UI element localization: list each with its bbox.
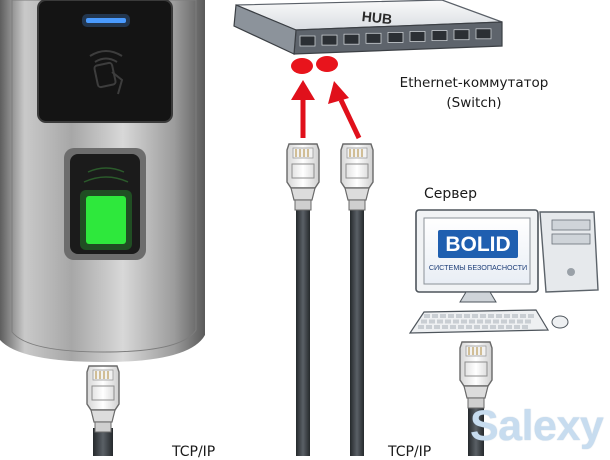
hub-port bbox=[431, 30, 448, 42]
switch-cable-2 bbox=[340, 143, 374, 456]
tcp-ip-label-left: TCP/IP bbox=[172, 444, 216, 460]
keyboard-key bbox=[520, 314, 526, 318]
keyboard-key bbox=[480, 314, 486, 318]
keyboard-key bbox=[434, 325, 440, 329]
keyboard-key bbox=[493, 319, 499, 324]
card-reader-window bbox=[38, 0, 172, 122]
keyboard-key bbox=[488, 314, 494, 318]
ethernet-hub: HUB bbox=[233, 0, 503, 55]
keyboard-key bbox=[458, 325, 464, 329]
keyboard-key bbox=[506, 325, 512, 329]
port-highlight-2 bbox=[316, 56, 338, 72]
keyboard-key bbox=[442, 325, 448, 329]
bolid-subtitle: СИСТЕМЫ БЕЗОПАСНОСТИ bbox=[429, 263, 527, 272]
keyboard-key bbox=[501, 319, 507, 324]
keyboard-key bbox=[421, 319, 427, 324]
port-highlight-1 bbox=[291, 58, 313, 74]
keyboard-key bbox=[456, 314, 462, 318]
bolid-logo bbox=[438, 230, 518, 258]
keyboard-key bbox=[509, 319, 515, 324]
hub-port bbox=[453, 29, 470, 41]
reader-network-cable bbox=[86, 365, 120, 456]
keyboard-key bbox=[528, 314, 534, 318]
keyboard-key bbox=[424, 314, 430, 318]
keyboard-key bbox=[517, 319, 523, 324]
keyboard-key bbox=[514, 325, 520, 329]
keyboard-key bbox=[496, 314, 502, 318]
keyboard-key bbox=[445, 319, 451, 324]
hub-port bbox=[321, 34, 338, 46]
keyboard-key bbox=[432, 314, 438, 318]
keyboard-key bbox=[418, 325, 424, 329]
keyboard-key bbox=[472, 314, 478, 318]
keyboard-key bbox=[498, 325, 504, 329]
rfid-card-icon bbox=[89, 50, 124, 95]
uplink-arrow-2 bbox=[328, 81, 362, 140]
switch-caption-line2: (Switch) bbox=[446, 95, 502, 111]
keyboard-key bbox=[512, 314, 518, 318]
keyboard-key bbox=[469, 319, 475, 324]
keyboard-key bbox=[429, 319, 435, 324]
hub-port bbox=[343, 33, 360, 45]
keyboard-key bbox=[522, 325, 528, 329]
keyboard-key bbox=[482, 325, 488, 329]
keyboard-key bbox=[450, 325, 456, 329]
keyboard-key bbox=[464, 314, 470, 318]
hub-ports bbox=[299, 28, 492, 47]
keyboard-key bbox=[490, 325, 496, 329]
hub-port bbox=[409, 31, 426, 42]
switch-cable-1 bbox=[286, 143, 320, 456]
fingerprint-reader bbox=[0, 0, 205, 362]
status-indicator-light bbox=[86, 18, 126, 23]
keyboard-key bbox=[474, 325, 480, 329]
keyboard-key bbox=[525, 319, 531, 324]
keyboard-key bbox=[485, 319, 491, 324]
server-caption: Сервер bbox=[424, 186, 478, 202]
keyboard-key bbox=[440, 314, 446, 318]
tcp-ip-label-right: TCP/IP bbox=[388, 444, 432, 460]
keyboard-key bbox=[453, 319, 459, 324]
hub-label: HUB bbox=[361, 8, 393, 27]
keyboard-key bbox=[448, 314, 454, 318]
switch-caption-line1: Ethernet-коммутатор bbox=[399, 75, 549, 91]
keyboard-keys bbox=[418, 314, 534, 329]
fingerprint-sensor bbox=[86, 196, 126, 244]
hub-port bbox=[475, 28, 492, 40]
keyboard-key bbox=[466, 325, 472, 329]
uplink-arrow-1 bbox=[291, 80, 315, 138]
hub-port bbox=[387, 32, 404, 43]
bolid-logo-text: BOLID bbox=[445, 233, 510, 256]
keyboard-key bbox=[437, 319, 443, 324]
keyboard-key bbox=[461, 319, 467, 324]
keyboard-key bbox=[477, 319, 483, 324]
hub-port bbox=[299, 35, 316, 47]
hub-port bbox=[365, 32, 382, 44]
keyboard-key bbox=[426, 325, 432, 329]
server-network-cable bbox=[459, 341, 493, 456]
watermark-logo: Salexy bbox=[470, 402, 604, 450]
keyboard-key bbox=[504, 314, 510, 318]
switch-caption: Ethernet-коммутатор (Switch) bbox=[368, 73, 580, 113]
server-computer: BOLID СИСТЕМЫ БЕЗОПАСНОСТИ bbox=[408, 209, 599, 334]
